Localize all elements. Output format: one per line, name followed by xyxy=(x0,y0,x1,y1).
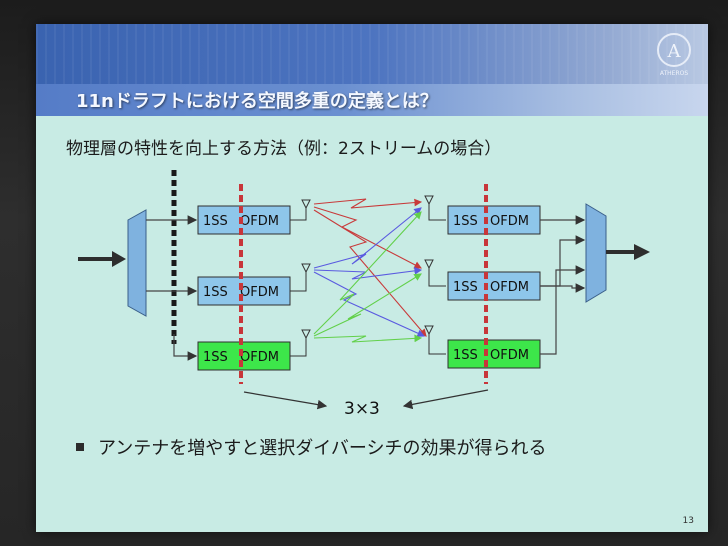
slide-title: 11nドラフトにおける空間多重の定義とは？ xyxy=(76,91,438,112)
bullet-text: アンテナを増やすと選択ダイバーシチの効果が得られる xyxy=(98,438,547,459)
tx-label-ss-1: 1SS xyxy=(203,214,228,229)
tx-chain-1: 1SS OFDM xyxy=(197,205,291,235)
tx-box-1 xyxy=(197,205,291,235)
mimo-diagram: 1SS OFDM 1SS OFDM 1SS OFDM xyxy=(78,170,650,419)
splitter-links xyxy=(146,215,198,361)
rx-label-ofdm-1: OFDM xyxy=(490,214,529,229)
mimo-label: 3×3 xyxy=(344,399,380,419)
tx-label-ofdm-2: OFDM xyxy=(240,285,279,300)
stream-combiner xyxy=(585,203,607,303)
rx-box-2 xyxy=(447,271,541,301)
page-number: 13 xyxy=(682,516,694,526)
rx-antennas xyxy=(424,195,446,355)
rx-box-1 xyxy=(447,205,541,235)
rx-label-ss-2: 1SS xyxy=(453,280,478,295)
rx-chain-3: 1SS OFDM xyxy=(447,339,541,369)
logo-text: ATHEROS xyxy=(660,70,688,77)
tx-antennas xyxy=(290,199,311,357)
mimo-pointer-arrows xyxy=(243,389,489,410)
input-arrow xyxy=(78,251,126,267)
rx-label-ofdm-3: OFDM xyxy=(490,348,529,363)
tx-box-3 xyxy=(197,341,291,371)
output-arrow xyxy=(606,244,650,260)
green-paths xyxy=(313,211,423,343)
title-bar xyxy=(36,84,708,116)
tx-chain-2: 1SS OFDM xyxy=(197,276,291,306)
blue-paths xyxy=(313,207,426,337)
tx-chain-3: 1SS OFDM xyxy=(197,341,291,371)
tx-label-ofdm-3: OFDM xyxy=(240,350,279,365)
tx-label-ofdm-1: OFDM xyxy=(240,214,279,229)
svg-text:A: A xyxy=(667,41,682,62)
rx-chain-1: 1SS OFDM xyxy=(447,205,541,235)
slide-subtitle: 物理層の特性を向上する方法（例：2ストリームの場合） xyxy=(66,139,502,159)
bullet-icon xyxy=(76,443,84,451)
stream-splitter xyxy=(127,209,147,317)
combiner-links xyxy=(540,215,586,355)
rx-label-ofdm-2: OFDM xyxy=(490,280,529,295)
tx-label-ss-3: 1SS xyxy=(203,350,228,365)
rx-chain-2: 1SS OFDM xyxy=(447,271,541,301)
tx-label-ss-2: 1SS xyxy=(203,285,228,300)
atheros-logo-icon: A ATHEROS xyxy=(657,33,691,77)
bullet-item: アンテナを増やすと選択ダイバーシチの効果が得られる xyxy=(76,434,547,460)
red-paths xyxy=(313,198,427,337)
rx-label-ss-1: 1SS xyxy=(453,214,478,229)
slide: A ATHEROS 11nドラフトにおける空間多重の定義とは？ 物理層の特性を向… xyxy=(36,24,708,532)
rx-label-ss-3: 1SS xyxy=(453,348,478,363)
